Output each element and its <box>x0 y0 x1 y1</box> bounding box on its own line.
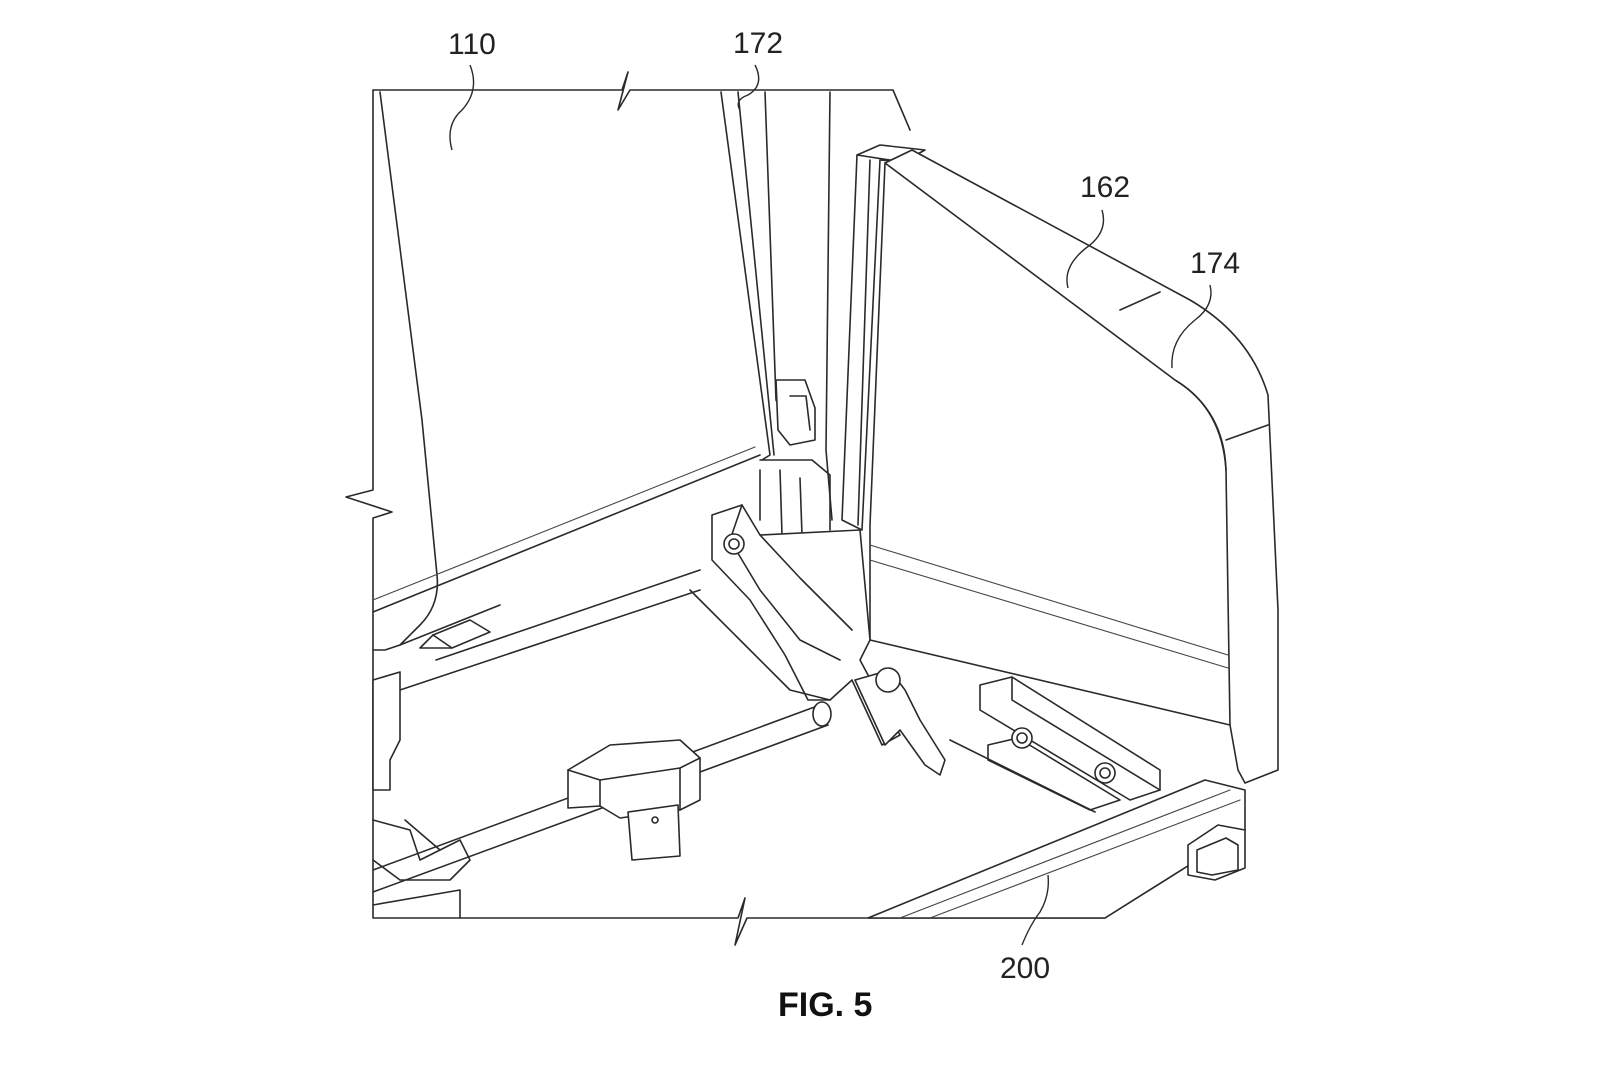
ref-label-110: 110 <box>448 28 496 61</box>
ref-label-174: 174 <box>1190 247 1240 280</box>
ref-label-162: 162 <box>1080 171 1130 204</box>
figure-caption: FIG. 5 <box>778 986 872 1024</box>
reference-numerals: 110 172 162 174 200 <box>448 27 1240 985</box>
ref-label-200: 200 <box>1000 952 1050 985</box>
bolted-bracket <box>854 667 1161 813</box>
side-panel-162 <box>869 149 1279 784</box>
break-frame <box>345 71 1246 946</box>
rod-and-clamp <box>372 569 832 893</box>
leader-162 <box>1066 209 1105 289</box>
reference-leaders <box>449 64 1212 946</box>
leader-174 <box>1171 284 1212 369</box>
lower-left-structure <box>372 671 471 919</box>
ref-label-172: 172 <box>733 27 783 60</box>
frame-rail-200 <box>867 779 1246 919</box>
side-support-172 <box>737 91 833 536</box>
leader-172 <box>737 64 760 111</box>
seat-back-110 <box>372 91 771 651</box>
cross-bracket <box>689 504 901 746</box>
leader-110 <box>449 64 475 151</box>
leader-200 <box>1021 874 1050 946</box>
